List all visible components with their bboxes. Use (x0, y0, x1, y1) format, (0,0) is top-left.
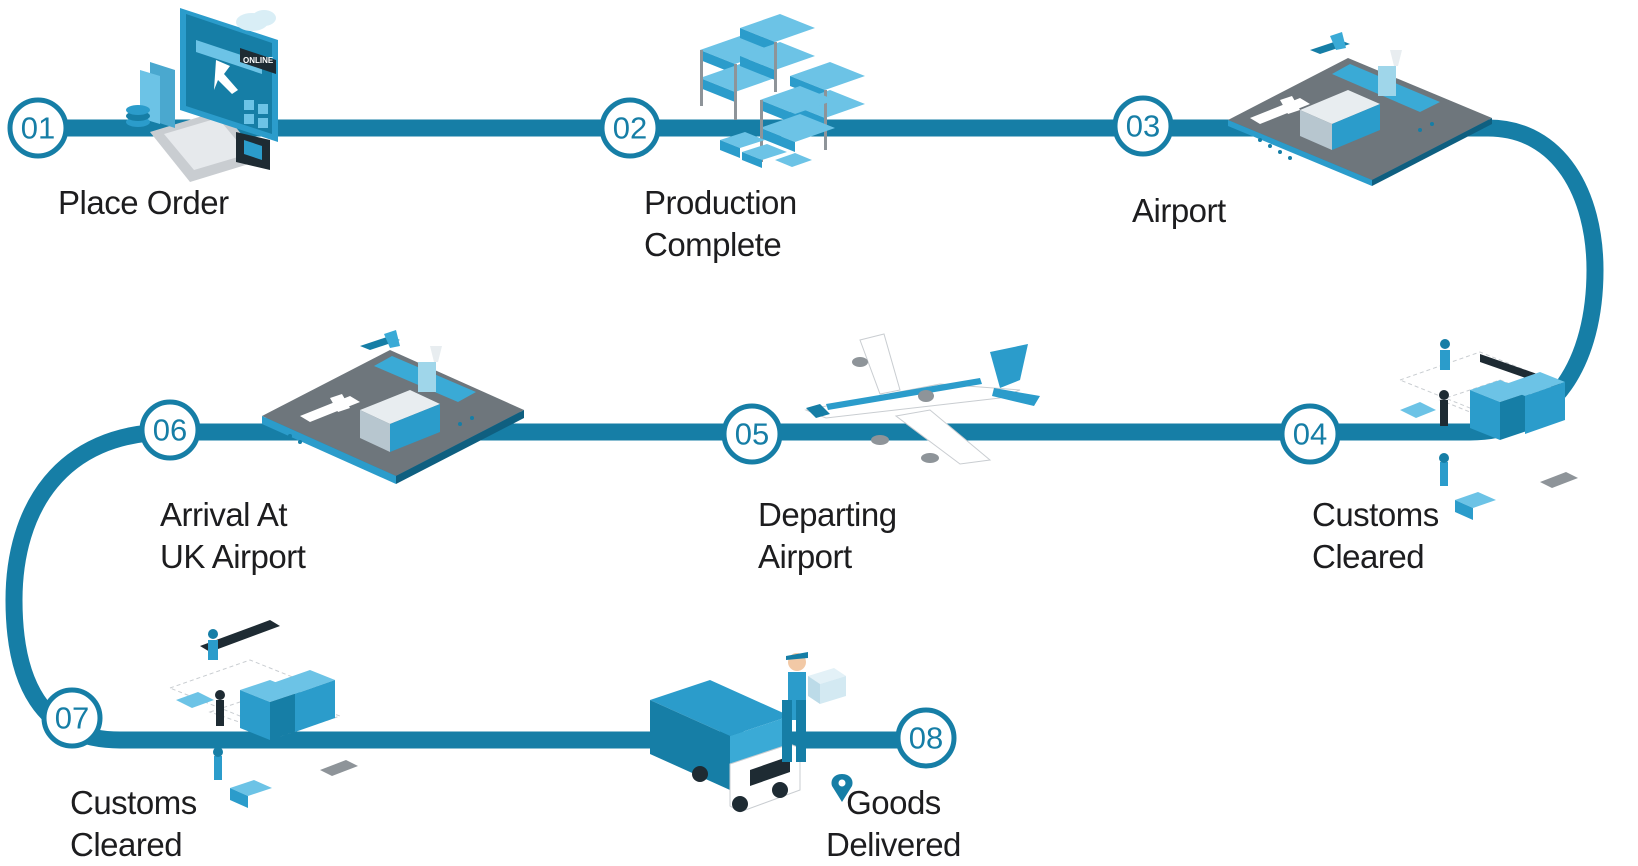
delivery-truck-icon (650, 652, 853, 813)
route-path (5, 119, 1604, 749)
step-label-03: Airport (1132, 192, 1226, 229)
step-number: 06 (153, 413, 187, 448)
step-number: 05 (735, 417, 769, 452)
step-number: 04 (1293, 417, 1327, 452)
warehouse-shelves-icon (700, 14, 865, 168)
step-label-06: Arrival At UK Airport (160, 496, 306, 575)
airplane-icon (804, 333, 1040, 465)
step-number: 01 (21, 111, 55, 146)
step-node-01: 01 (7, 97, 69, 159)
step-label-07: Customs Cleared (70, 784, 197, 863)
step-label-08: Goods Delivered (826, 784, 961, 863)
airport-icon (1228, 32, 1492, 186)
online-sign-text: ONLINE (243, 56, 274, 65)
step-node-02: 02 (599, 97, 661, 159)
step-node-08: 08 (895, 707, 957, 769)
step-node-04: 04 (1279, 403, 1341, 465)
step-number: 07 (55, 701, 89, 736)
step-node-07: 07 (41, 687, 103, 749)
step-label-05: Departing Airport (758, 496, 897, 575)
step-label-01: Place Order (58, 184, 229, 221)
step-number: 03 (1126, 109, 1160, 144)
customs-warehouse-icon (168, 620, 358, 808)
step-node-05: 05 (721, 403, 783, 465)
step-number: 02 (613, 111, 647, 146)
customs-warehouse-icon (1398, 339, 1578, 520)
step-number: 08 (909, 721, 943, 756)
airport-icon (262, 330, 524, 484)
step-node-03: 03 (1112, 95, 1174, 157)
step-node-06: 06 (139, 399, 201, 461)
step-label-04: Customs Cleared (1312, 496, 1439, 575)
step-nodes: 01 02 03 04 05 06 (7, 95, 1341, 769)
step-label-02: Production Complete (644, 184, 797, 263)
online-shop-icon: ONLINE (126, 8, 278, 182)
